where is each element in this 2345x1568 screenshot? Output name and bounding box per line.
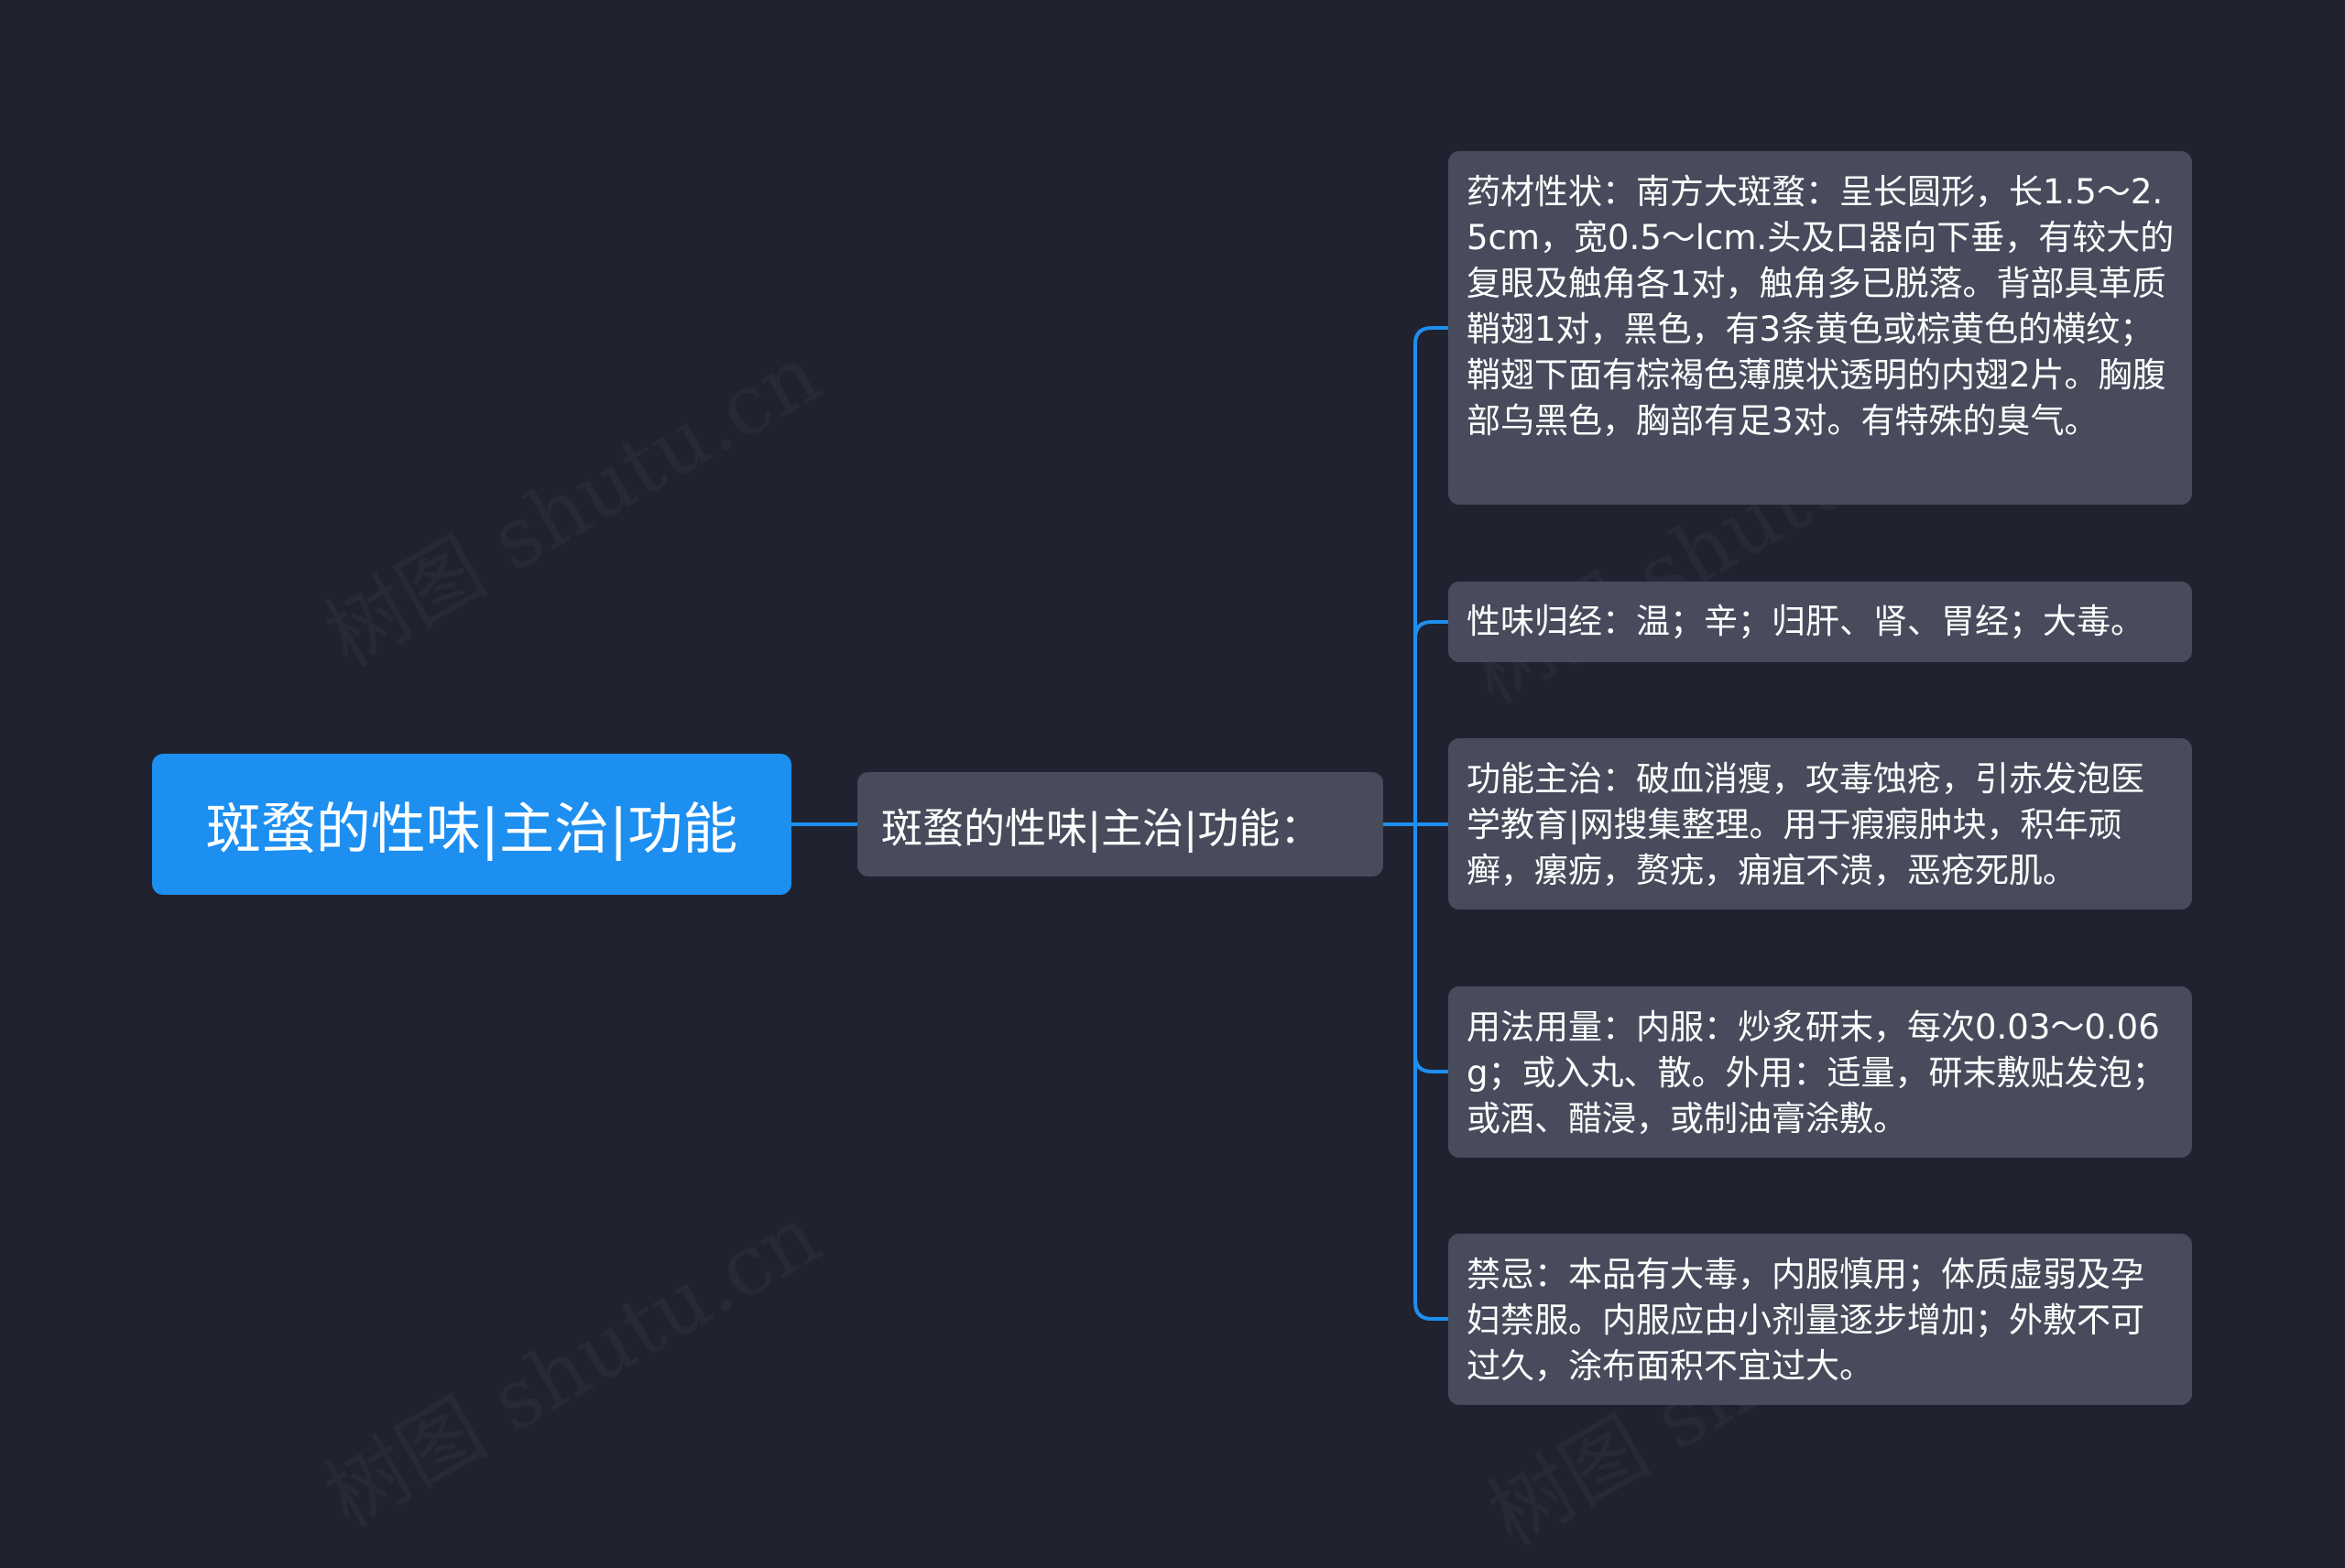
leaf-node-contraindications[interactable]: 禁忌：本品有大毒，内服慎用；体质虚弱及孕妇禁服。内服应由小剂量逐步增加；外敷不可… xyxy=(1448,1234,2192,1405)
leaf-node-functions[interactable]: 功能主治：破血消瘦，攻毒蚀疮，引赤发泡医学教育|网搜集整理。用于瘕瘕肿块，积年顽… xyxy=(1448,738,2192,909)
subtopic-node[interactable]: 斑蝥的性味|主治|功能： xyxy=(857,772,1383,877)
leaf-node-properties[interactable]: 药材性状：南方大斑蝥：呈长圆形，长1.5～2.5cm，宽0.5～lcm.头及口器… xyxy=(1448,151,2192,505)
root-topic[interactable]: 斑蝥的性味|主治|功能 xyxy=(152,754,791,895)
branch-link-4 xyxy=(1413,824,1448,1321)
branch-link-3 xyxy=(1413,824,1448,1073)
branch-link-1 xyxy=(1413,620,1448,824)
leaf-node-taste-meridian[interactable]: 性味归经：温；辛；归肝、肾、胃经；大毒。 xyxy=(1448,582,2192,662)
leaf-node-dosage[interactable]: 用法用量：内服：炒炙研末，每次0.03～0.06g；或入丸、散。外用：适量，研末… xyxy=(1448,986,2192,1158)
branch-link-0 xyxy=(1413,326,1448,824)
